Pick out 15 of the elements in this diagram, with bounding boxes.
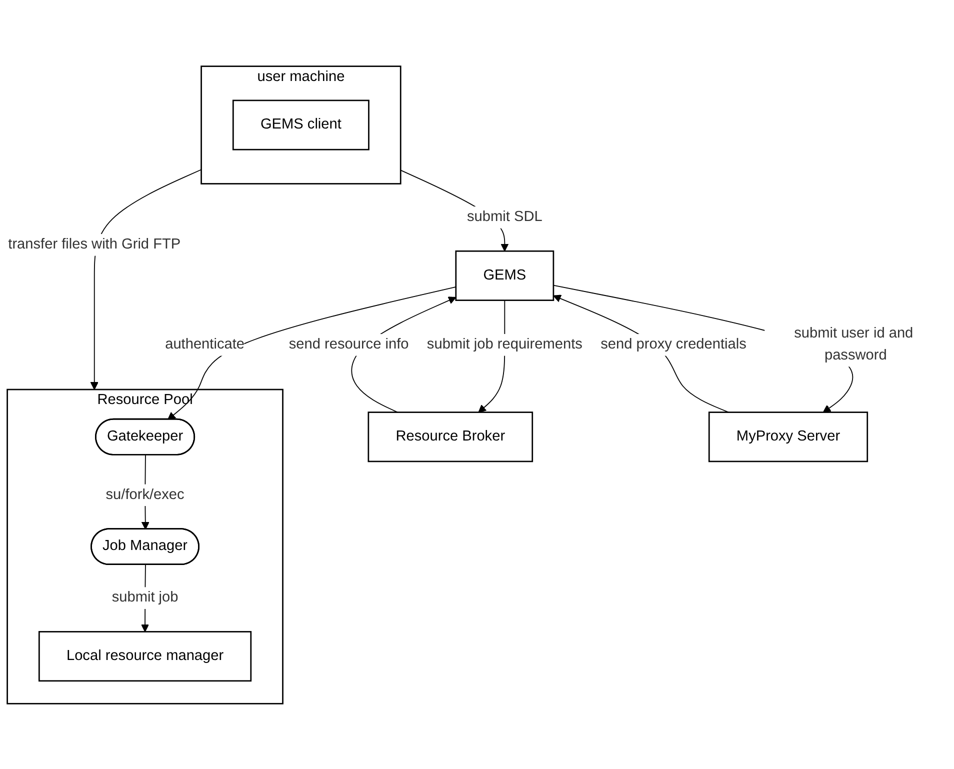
node-box: GEMS: [455, 250, 554, 300]
edge-label: transfer files with Grid FTP: [8, 236, 181, 252]
edge-label: submit user id and password: [794, 325, 914, 363]
edge-label: authenticate: [165, 336, 244, 352]
node-box: GEMS client: [232, 99, 370, 150]
arrow: [90, 168, 202, 390]
edge-label: su/fork/exec: [106, 486, 184, 502]
edge-label: submit job: [112, 589, 178, 605]
node-box: MyProxy Server: [708, 411, 868, 462]
edge-label: submit job requirements: [426, 336, 582, 352]
node-box: Resource Broker: [368, 411, 534, 462]
edge-label: send proxy credentials: [600, 336, 746, 352]
node-box: Local resource manager: [38, 630, 252, 682]
edge-label: send resource info: [288, 336, 409, 352]
edge-label: submit SDL: [467, 208, 542, 224]
